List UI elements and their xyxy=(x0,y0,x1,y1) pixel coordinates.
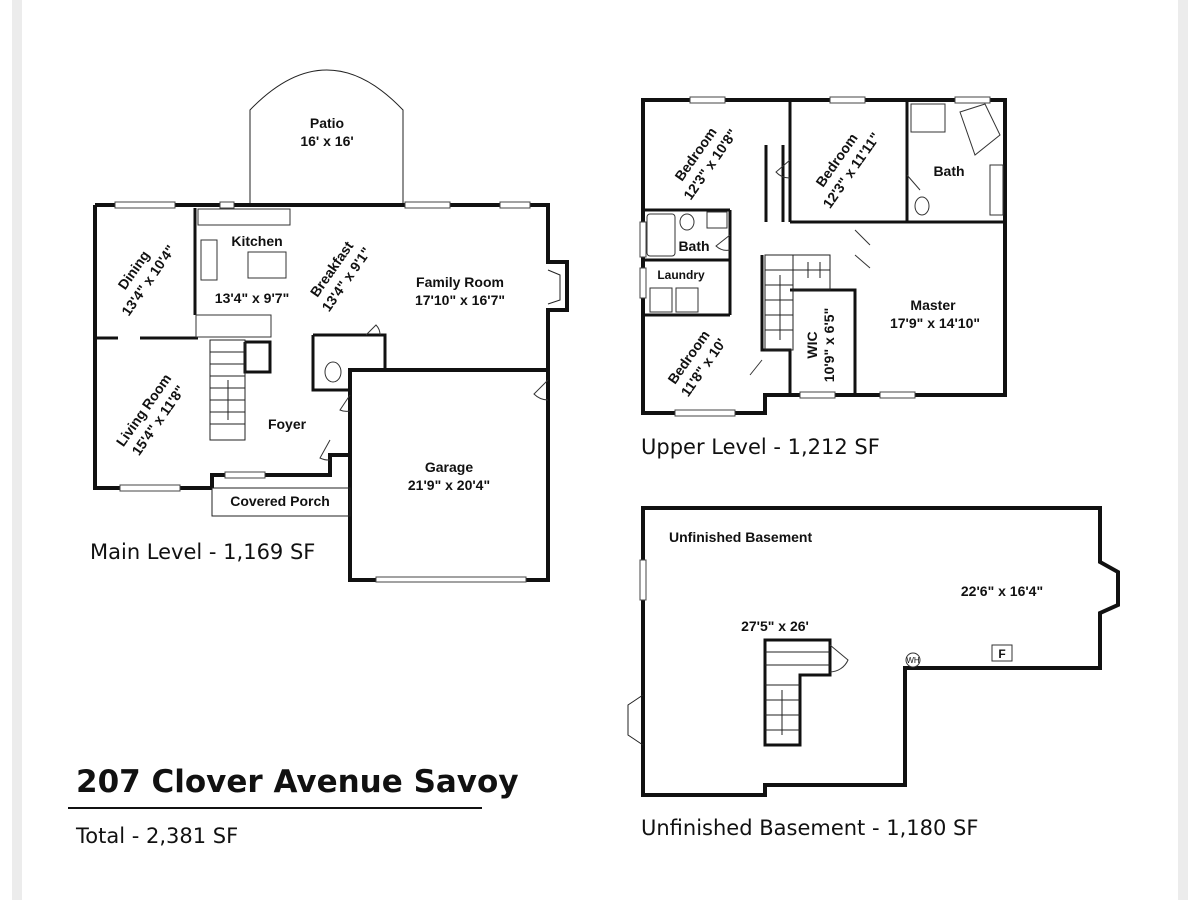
upper-level-plan: Bedroom 12'3" x 10'8" Bedroom 12'3" x 11… xyxy=(639,96,1007,459)
closet-wall xyxy=(764,145,785,222)
property-address: 207 Clover Avenue Savoy xyxy=(76,764,519,800)
floor-plan-sheet xyxy=(22,0,1178,900)
bedroom-2-label-group: Bedroom 12'3" x 11'11" xyxy=(812,129,883,211)
dryer xyxy=(675,287,699,313)
water-heater-icon xyxy=(905,652,921,668)
window xyxy=(499,201,531,209)
wic-label-group: WIC 10'9" x 6'5" xyxy=(804,308,837,382)
basement-caption: Unfinished Basement - 1,180 SF xyxy=(641,816,978,840)
door xyxy=(749,359,763,376)
garage-label: Garage xyxy=(425,459,473,475)
door xyxy=(906,174,921,191)
bedroom-1-label-group: Bedroom 12'3" x 10'8" xyxy=(671,124,740,202)
window xyxy=(674,409,736,417)
basement-exterior-wall xyxy=(641,506,1120,797)
main-level-caption: Main Level - 1,169 SF xyxy=(90,540,315,564)
upper-stairs xyxy=(764,254,831,351)
garage-size: 21'9" x 20'4" xyxy=(408,477,490,493)
patio-label: Patio xyxy=(310,115,344,131)
window xyxy=(224,471,266,479)
window xyxy=(639,559,647,601)
total-square-footage: Total - 2,381 SF xyxy=(75,824,238,848)
window xyxy=(639,267,647,299)
breakfast-label-group: Breakfast 13'4" x 9'1" xyxy=(307,238,375,314)
door xyxy=(339,394,351,412)
basement-plan: WH F Unfinished Basement 27'5" x 26' 22'… xyxy=(627,506,1120,840)
bathtub xyxy=(959,103,1001,156)
covered-porch-label: Covered Porch xyxy=(230,493,330,509)
patio-outline xyxy=(249,69,404,203)
door xyxy=(715,234,731,251)
kitchen-island xyxy=(247,251,287,279)
powder-wall xyxy=(311,333,387,392)
master-label: Master xyxy=(910,297,956,313)
sink xyxy=(706,211,728,229)
kitchen-label: Kitchen xyxy=(231,233,282,249)
foyer-label: Foyer xyxy=(268,416,307,432)
furnace-icon xyxy=(991,644,1013,662)
upper-level-caption: Upper Level - 1,212 SF xyxy=(641,435,880,459)
wic-label: WIC xyxy=(804,331,820,358)
laundry-label: Laundry xyxy=(657,268,705,282)
door xyxy=(319,439,331,461)
living-room-label-group: Living Room 15'4" x 11'8" xyxy=(113,371,189,459)
master-bath-label: Bath xyxy=(933,163,964,179)
hall-bath-label: Bath xyxy=(678,238,709,254)
door xyxy=(854,229,871,269)
kitchen-size: 13'4" x 9'7" xyxy=(215,290,289,306)
upper-exterior-wall xyxy=(641,98,1007,415)
patio-size: 16' x 16' xyxy=(300,133,353,149)
window xyxy=(219,201,235,209)
range xyxy=(200,239,218,281)
family-room-label: Family Room xyxy=(416,274,504,290)
basement-size-left: 27'5" x 26' xyxy=(741,618,809,634)
toilet xyxy=(914,196,930,216)
window xyxy=(879,391,916,399)
window-well xyxy=(627,694,644,746)
kitchen-counter xyxy=(195,314,272,338)
window xyxy=(689,96,726,104)
dining-label-group: Dining 13'4" x 10'4" xyxy=(114,242,178,319)
window xyxy=(829,96,866,104)
window xyxy=(119,484,181,492)
main-porch-wall xyxy=(210,453,350,488)
basement-size-right: 22'6" x 16'4" xyxy=(961,583,1043,599)
door xyxy=(775,159,791,179)
furnace-label: F xyxy=(998,647,1005,661)
bedroom-3-label-group: Bedroom 11'8" x 10' xyxy=(664,327,729,399)
toilet xyxy=(324,361,342,383)
shower xyxy=(910,103,946,133)
door xyxy=(365,324,381,336)
window xyxy=(639,221,647,258)
washer xyxy=(649,287,673,313)
water-heater-label: WH xyxy=(906,656,920,665)
bath-laundry-wall xyxy=(643,210,732,317)
main-stairs xyxy=(209,339,246,441)
master-size: 17'9" x 14'10" xyxy=(890,315,980,331)
covered-porch-outline xyxy=(211,487,351,517)
basement-stairs xyxy=(763,638,849,747)
window xyxy=(114,201,176,209)
bathtub xyxy=(646,213,676,257)
stair-wall xyxy=(243,340,272,374)
fireplace xyxy=(547,269,561,305)
vanity xyxy=(989,164,1004,216)
basement-title: Unfinished Basement xyxy=(669,529,812,545)
main-level-plan: Patio 16' x 16' Kitchen 13'4" x 9'7" Bre… xyxy=(90,69,569,583)
garage-door xyxy=(375,576,527,583)
window xyxy=(404,201,451,209)
wic-size: 10'9" x 6'5" xyxy=(821,308,837,382)
kitchen-counter-top xyxy=(197,208,291,226)
upper-interior-wall xyxy=(643,100,1005,224)
toilet xyxy=(679,213,695,231)
door xyxy=(533,379,549,401)
window xyxy=(799,391,836,399)
window xyxy=(954,96,991,104)
family-room-size: 17'10" x 16'7" xyxy=(415,292,505,308)
